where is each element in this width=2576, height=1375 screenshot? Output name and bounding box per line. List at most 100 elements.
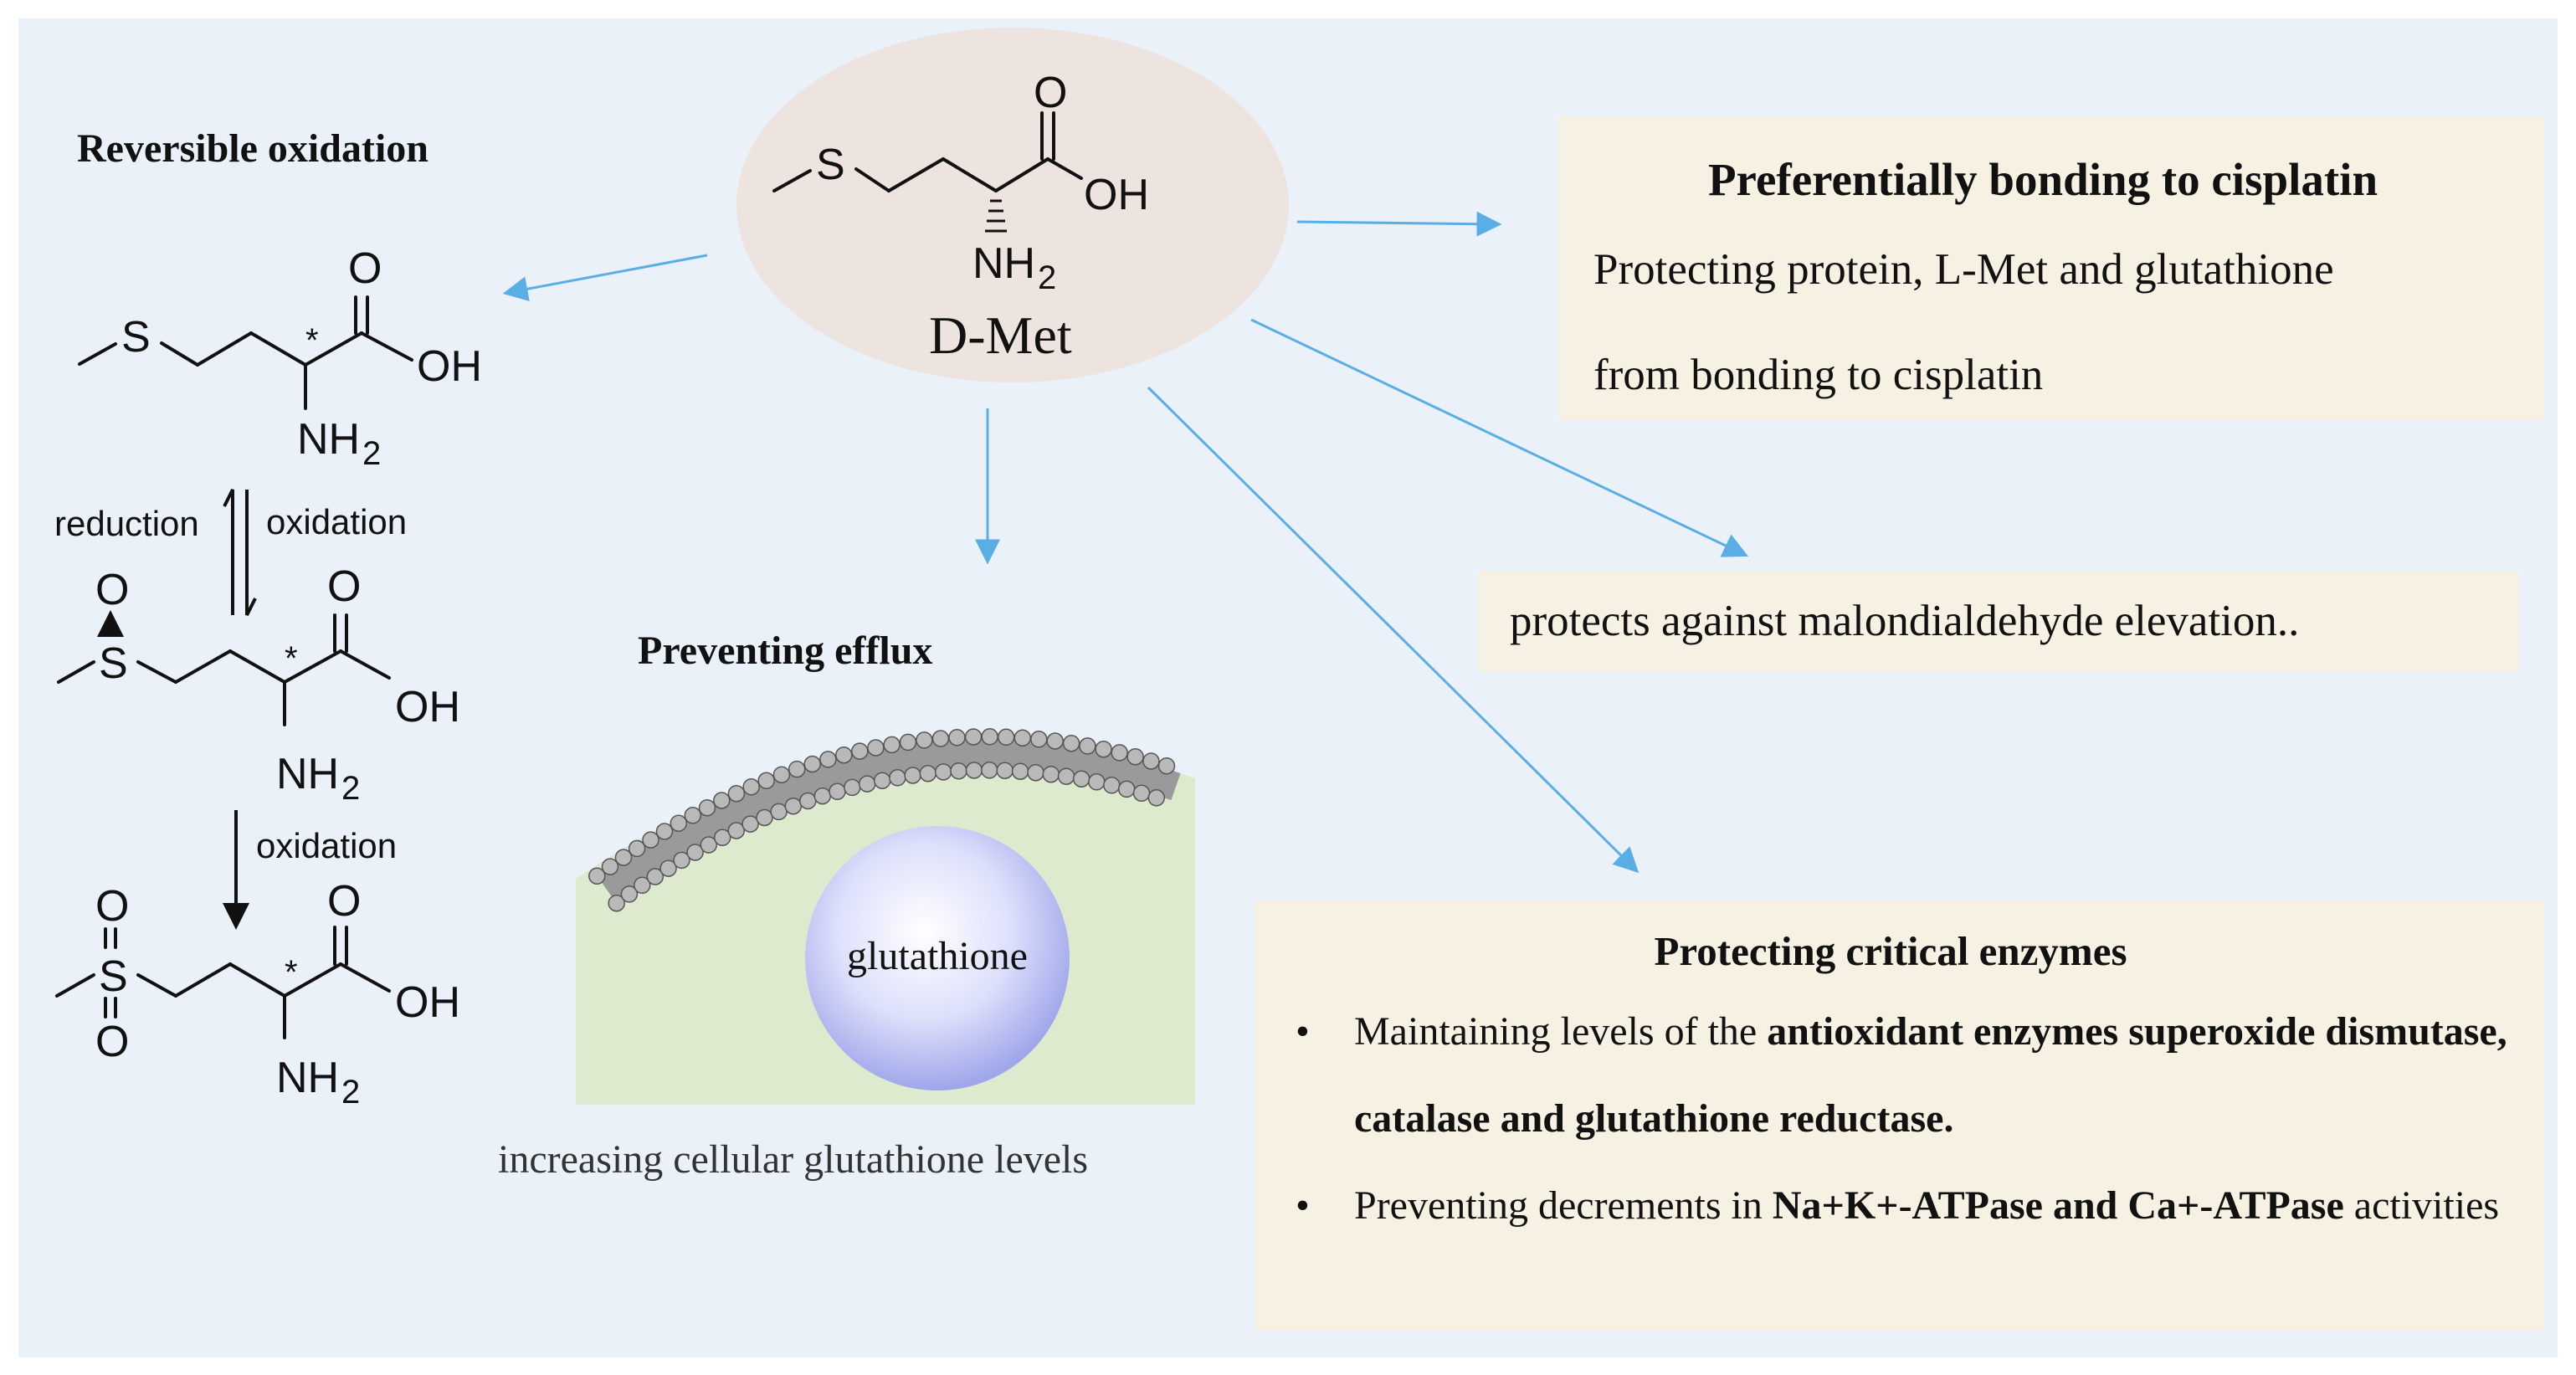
lipid-head [659,859,677,877]
lipid-head [772,766,791,783]
atom-sub2: 2 [341,1074,360,1111]
arrows [502,211,1749,874]
lipid-head [934,763,952,781]
lipid-head [996,762,1013,779]
lipid-head [1117,780,1136,798]
atom-nh: NH [297,415,360,464]
lipid-head [1095,740,1112,758]
d-met-ellipse [736,28,1289,382]
lipid-head [757,772,775,790]
lipid-head [835,746,853,764]
malondialdehyde-text: protects against malondialdehyde elevati… [1510,597,2300,645]
arrow-to-enzymes [1147,386,1640,874]
oxidation-label-upper: oxidation [266,502,407,541]
lipid-head [1132,784,1151,803]
lipid-head [873,772,891,789]
lipid-head [770,803,788,821]
equilibrium-arrows [223,489,257,616]
enzymes-box-title: Protecting critical enzymes [1654,928,2127,974]
atom-s: S [99,952,128,1001]
chiral-star: * [285,640,298,677]
malondialdehyde-box: protects against malondialdehyde elevati… [1478,571,2519,671]
atom-o: O [327,877,361,926]
enzymes-list: • Maintaining levels of the antioxidant … [1296,988,2519,1249]
reversible-oxidation-title: Reversible oxidation [77,126,428,171]
lipid-head [858,775,876,793]
lipid-head [698,798,716,817]
d-met-atoms: S O OH NH 2 [816,69,1149,296]
lipid-head [713,829,731,847]
lipid-head [608,894,625,912]
item2-text: Preventing decrements in [1354,1183,1773,1228]
preventing-efflux-title: Preventing efflux [638,628,933,673]
structure-methionine [78,295,413,410]
atom-nh: NH [276,750,339,798]
reduction-label: reduction [54,504,199,543]
item2-tail: activities [2343,1183,2500,1228]
lipid-head [727,822,746,839]
lipid-head [1157,757,1176,775]
d-met-structure [772,111,1083,192]
lipid-head [1042,765,1060,783]
structure-sulfone-atoms: O S O O OH NH 2 * [95,877,460,1111]
bullet: • [1296,1183,1310,1228]
cisplatin-box-line1: Protecting protein, L-Met and glutathion… [1593,245,2334,294]
structure-sulfone [55,926,391,1039]
lipid-head [1103,777,1121,794]
item1-bold: antioxidant enzymes superoxide dismutase… [1354,1009,2507,1141]
lipid-head [965,762,983,779]
arrow-to-cisplatin [1296,211,1502,237]
lipid-head [799,792,817,810]
atom-o: O [95,566,129,614]
atom-o: O [1034,69,1067,117]
lipid-head [634,876,651,895]
lipid-head [981,728,998,746]
lipid-head [1079,737,1096,755]
lipid-head [756,808,773,827]
lipid-head [727,784,746,803]
lipid-head [713,792,731,809]
cisplatin-box: Preferentially bonding to cisplatin Prot… [1558,117,2544,420]
lipid-head [1088,773,1106,791]
lipid-head [1013,729,1032,747]
chiral-star: * [285,954,298,991]
lipid-head [1027,763,1044,782]
lipid-head [899,733,917,752]
lipid-head [981,762,998,779]
atom-o: O [348,244,382,293]
equilibrium-labels: reduction oxidation [54,502,407,543]
structure-methionine-atoms: S O OH NH 2 * [121,244,482,472]
lipid-head [614,849,633,866]
lipid-head [588,867,606,885]
atom-sub2: 2 [362,435,381,472]
atom-o: O [95,882,129,931]
glutathione-sphere [805,826,1070,1090]
lipid-head [829,782,846,801]
lipid-head [628,839,646,858]
lipid-head [686,844,704,861]
enzymes-list-item-antioxidants: • Maintaining levels of the antioxidant … [1296,988,2519,1162]
structure-sulfoxide-atoms: O S O OH NH 2 * [95,562,460,807]
arrow-to-mda [1250,318,1749,557]
lipid-head [684,807,702,824]
lipid-head [889,769,906,787]
atom-nh: NH [276,1054,339,1102]
lipid-head [655,823,674,840]
lipid-head [916,731,933,749]
lipid-head [741,815,759,833]
lipid-head [1011,762,1029,780]
lipid-head [1030,731,1048,748]
structure-sulfoxide [57,610,391,726]
atom-oh: OH [395,978,460,1027]
lipid-tails [598,739,1181,901]
atom-oh: OH [1084,171,1149,219]
d-met-hash-bond [985,199,1007,233]
chiral-star: * [305,322,319,359]
enzymes-box: Protecting critical enzymes • Maintainin… [1255,900,2544,1331]
lipid-head [742,778,760,796]
atom-o: O [327,562,361,611]
lipid-head [788,760,806,778]
lipid-head [700,836,718,854]
